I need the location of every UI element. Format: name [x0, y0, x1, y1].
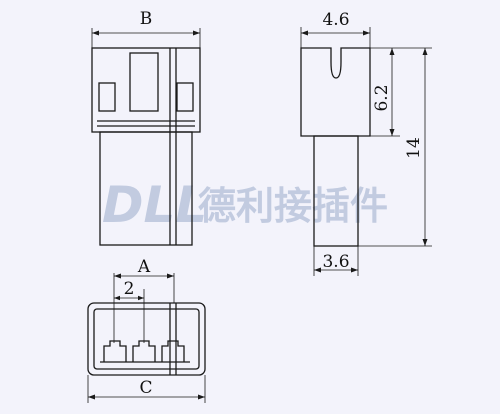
terminal-cavity-3 [161, 340, 185, 362]
terminal-cavity-2 [132, 340, 156, 362]
front-head-outline [91, 47, 201, 133]
front-view [91, 28, 201, 246]
label-3-6: 3.6 [322, 252, 349, 272]
label-14: 14 [404, 137, 424, 159]
bottom-housing-inner [93, 308, 200, 370]
front-left-window [98, 82, 116, 112]
watermark-brand: DLL [102, 176, 207, 234]
watermark: DLL 德利接插件 [102, 176, 388, 234]
front-right-window [176, 82, 194, 112]
side-body-outline [313, 135, 359, 247]
watermark-chinese-text: 德利接插件 [198, 184, 388, 228]
bottom-view [87, 273, 206, 403]
bottom-housing-outline [87, 302, 206, 376]
label-c: C [139, 378, 152, 398]
label-pitch: 2 [124, 279, 135, 299]
label-a: A [137, 257, 151, 277]
front-center-slot [129, 52, 159, 112]
label-b: B [140, 9, 153, 29]
front-body-outline [99, 131, 193, 246]
side-view [300, 27, 432, 276]
side-head-outline [300, 47, 371, 137]
terminal-cavity-1 [103, 340, 127, 362]
label-6-2: 6.2 [372, 84, 392, 111]
label-4-6: 4.6 [322, 10, 349, 30]
